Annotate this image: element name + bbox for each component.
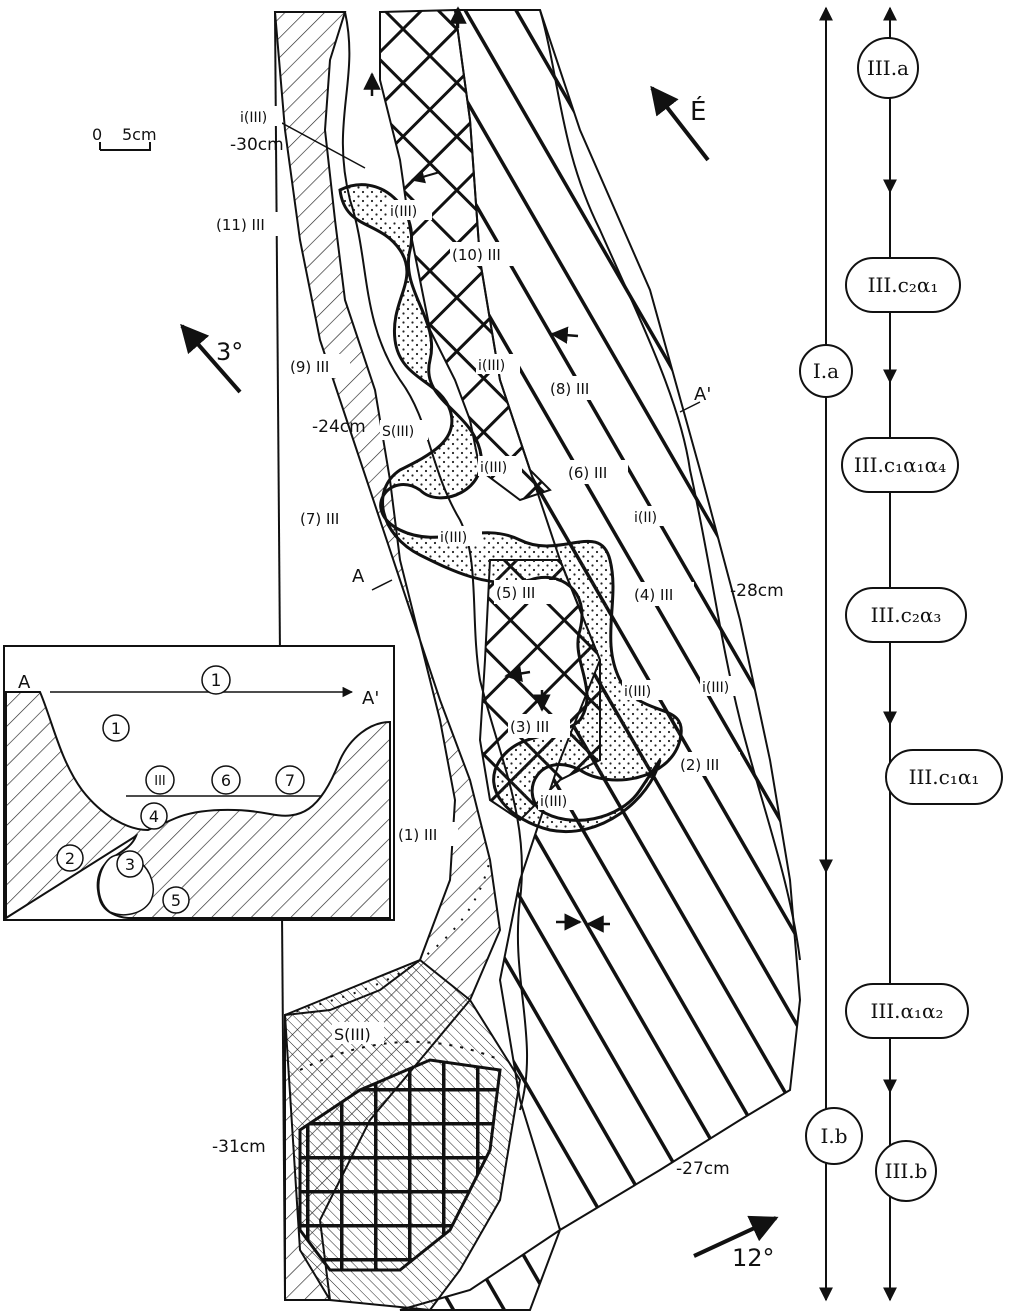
depth-24: -24cm [312, 417, 366, 437]
label-i-mid2: i(III) [480, 460, 507, 476]
section-a: A [352, 566, 365, 587]
arrow-left-2 [550, 326, 579, 344]
sequence-node-i-b: I.b [805, 1107, 863, 1165]
label-i-low: i(III) [624, 684, 651, 700]
label-s-mid: S(III) [382, 424, 414, 440]
svg-text:III.b: III.b [885, 1159, 928, 1183]
element-labels: i(III) i(III) i(III) S(III) i(III) i(III… [238, 106, 744, 1044]
boundary-ticked-s [299, 1040, 501, 1071]
inset-circle-1-mid: 1 [102, 714, 130, 742]
zone-grid-block [298, 1058, 502, 1272]
label-i-right: i(II) [634, 510, 657, 526]
zone-label-5: (5) III [496, 584, 535, 602]
main-section-map [273, 6, 802, 1312]
depth-27: -27cm [676, 1159, 730, 1179]
inset-circle-7: 7 [275, 765, 305, 795]
inset-circle-2: 2 [56, 844, 84, 872]
label-i-right2: i(III) [702, 680, 729, 696]
direction-arrow-12deg: 12° [693, 1215, 779, 1272]
depth-31: -31cm [212, 1137, 266, 1157]
boundary-wavy [341, 11, 529, 1111]
depth-30: -30cm [230, 135, 284, 155]
section-a-prime: A' [694, 384, 711, 405]
sequence-node-iii-b: III.b [875, 1140, 937, 1202]
inset-circle-iii: III [145, 765, 175, 795]
inset-a-prime: A' [362, 688, 379, 709]
svg-text:7: 7 [285, 771, 295, 790]
zone-label-1: (1) III [398, 826, 437, 844]
arrow-left-1 [410, 169, 441, 184]
svg-text:III.α₁α₂: III.α₁α₂ [870, 999, 943, 1023]
svg-text:III.c₂α₁: III.c₂α₁ [868, 273, 939, 297]
svg-text:III.c₁α₁: III.c₁α₁ [909, 765, 980, 789]
inset-circle-1-top: 1 [201, 665, 231, 695]
zone-label-9: (9) III [290, 358, 329, 376]
zone-label-10: (10) III [452, 246, 501, 264]
scale-zero: 0 [92, 125, 102, 144]
zone-label-11: (11) III [216, 216, 265, 234]
fold-layer-stipple [338, 183, 683, 833]
label-e: É [690, 95, 706, 127]
inset-circle-5: 5 [162, 886, 190, 914]
svg-text:I.b: I.b [820, 1124, 847, 1148]
sequence-node-iii-c2a3: III.c₂α₃ [845, 587, 967, 643]
label-s-low: S(III) [334, 1025, 371, 1044]
svg-text:5: 5 [171, 891, 181, 910]
label-i-mid3: i(III) [440, 530, 467, 546]
inset-a: A [18, 672, 31, 693]
label-i-top: i(III) [240, 110, 267, 126]
svg-text:III.a: III.a [867, 56, 909, 80]
inset-circle-6: 6 [211, 765, 241, 795]
arrow-12deg-icon [693, 1215, 779, 1258]
svg-text:1: 1 [211, 671, 222, 691]
sequence-node-i-a: I.a [799, 344, 853, 398]
label-i-top2: i(III) [390, 204, 417, 220]
leader-a-prime [679, 401, 701, 413]
zone-label-6: (6) III [568, 464, 607, 482]
label-12deg: 12° [732, 1244, 775, 1272]
label-i-mid1: i(III) [478, 358, 505, 374]
sequence-node-iii-a: III.a [857, 37, 919, 99]
direction-arrow-e: É [650, 85, 710, 162]
sequence-columns: I.a I.b III.a III.c₂α₁ III.c₁α₁α₄ III.c₂… [799, 6, 1003, 1302]
svg-text:3: 3 [125, 855, 135, 874]
zone-label-2: (2) III [680, 756, 719, 774]
leader-a [371, 579, 393, 591]
boundary-inner [539, 9, 801, 961]
depth-28: -28cm [730, 581, 784, 601]
svg-text:I.a: I.a [813, 359, 839, 383]
arrow-left-3 [504, 664, 531, 683]
zone-label-7: (7) III [300, 510, 339, 528]
svg-text:1: 1 [111, 719, 121, 738]
sequence-node-iii-c1a1: III.c₁α₁ [885, 749, 1003, 805]
label-3deg: 3° [216, 338, 243, 366]
svg-text:6: 6 [221, 771, 231, 790]
inset-profile [5, 691, 391, 920]
svg-text:4: 4 [149, 807, 159, 826]
inset-circle-4: 4 [140, 802, 168, 830]
arrow-3deg-icon [180, 323, 242, 394]
scale-bar: 0 5cm [92, 125, 157, 151]
zone-label-8: (8) III [550, 380, 589, 398]
sequence-node-iii-c2a1: III.c₂α₁ [845, 257, 961, 313]
arrow-e-icon [650, 85, 710, 162]
svg-text:2: 2 [65, 849, 75, 868]
inset-circle-3: 3 [116, 850, 144, 878]
sequence-node-iii-a1a2: III.α₁α₂ [845, 983, 969, 1039]
scale-length: 5cm [122, 125, 157, 144]
svg-text:III.c₁α₁α₄: III.c₁α₁α₄ [854, 453, 946, 477]
direction-arrow-3deg: 3° [180, 323, 243, 394]
zone-label-4: (4) III [634, 586, 673, 604]
svg-text:III.c₂α₃: III.c₂α₃ [871, 603, 942, 627]
svg-text:III: III [154, 774, 166, 789]
leader-i-top [279, 121, 366, 169]
label-i-low2: i(III) [540, 794, 567, 810]
zone-label-3: (3) III [510, 718, 549, 736]
zone-labels: (11) III (10) III (9) III (8) III (7) II… [214, 212, 740, 846]
sequence-node-iii-c1a1a4: III.c₁α₁α₄ [841, 437, 959, 493]
inset-cross-section: A A' 1 1 III 6 7 4 2 [3, 645, 395, 921]
